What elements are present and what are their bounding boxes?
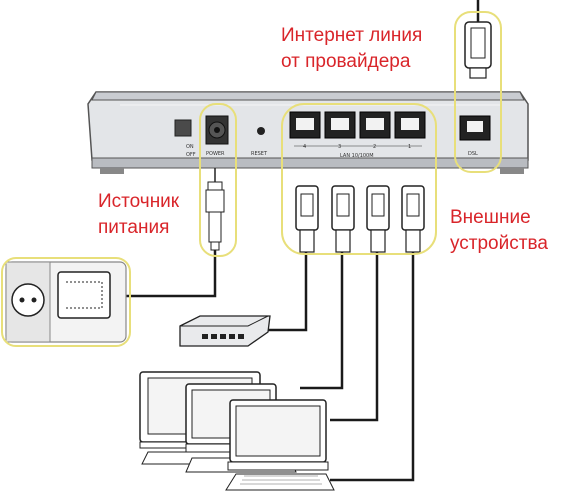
dsl-port-label: DSL	[468, 151, 478, 157]
lan-number-2: 2	[373, 144, 376, 150]
lan-ports-label: LAN 10/100M	[340, 153, 374, 159]
power-source-label-line2: питания	[98, 217, 170, 238]
power-port-label: POWER	[206, 151, 225, 157]
internet-line-label-line2: от провайдера	[281, 51, 411, 72]
power-plug	[205, 168, 225, 251]
lan-plug-3	[366, 185, 390, 253]
lan-number-1: 1	[408, 144, 411, 150]
lan-cable-2	[300, 252, 344, 390]
reset-label: RESET	[251, 151, 268, 157]
highlight-outlines	[1, 11, 502, 347]
lan-cable-3	[330, 252, 379, 422]
router: ON OFF POWER RESET 4 3 2	[87, 91, 529, 174]
lan-plug-4	[401, 185, 425, 253]
dsl-connector	[464, 21, 492, 79]
network-switch	[179, 315, 271, 347]
lan-plugs	[295, 185, 425, 253]
lan-number-3: 3	[338, 144, 341, 150]
cables	[120, 0, 480, 482]
switch-on-label: ON	[186, 144, 194, 150]
switch-off-label: OFF	[186, 152, 196, 158]
reset-button	[257, 127, 265, 135]
power-highlight	[199, 103, 237, 257]
socket-highlight	[1, 257, 131, 347]
lan-plug-2	[331, 185, 355, 253]
external-devices-label-line1: Внешние	[450, 207, 531, 228]
lan-highlight	[281, 103, 437, 255]
power-source-label-line1: Источник	[98, 191, 180, 212]
lan-cable-4	[330, 252, 415, 482]
lan-number-4: 4	[303, 144, 306, 150]
power-switch	[174, 119, 192, 137]
dsl-highlight	[454, 11, 502, 173]
lan-cable-1	[268, 252, 308, 332]
power-cable	[120, 250, 217, 298]
power-adapter	[57, 271, 111, 319]
computer-3	[225, 399, 335, 491]
external-devices-label-line2: устройства	[450, 233, 548, 254]
internet-line-label-line1: Интернет линия	[281, 25, 423, 46]
lan-ports	[289, 111, 426, 139]
lan-plug-1	[295, 185, 319, 253]
